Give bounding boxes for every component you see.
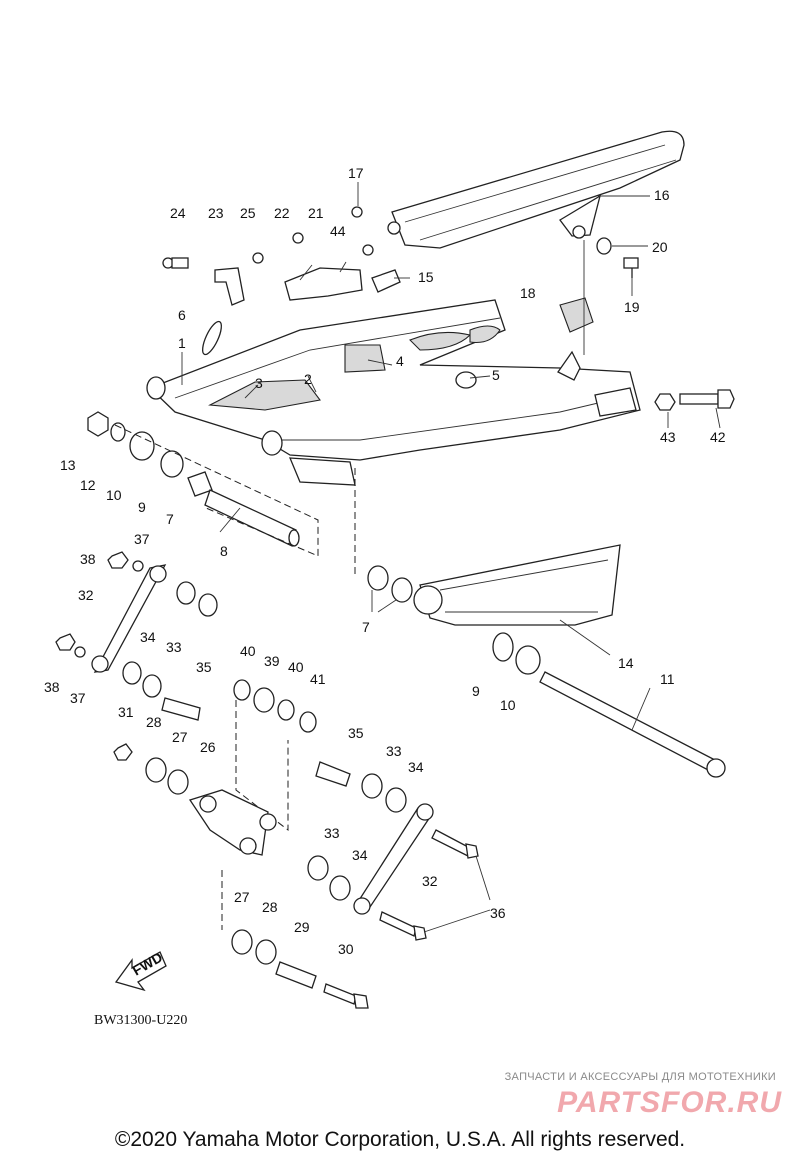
nut-43	[654, 393, 676, 411]
label-28a: 28	[146, 714, 162, 730]
clip-15	[371, 269, 401, 293]
label-42: 42	[710, 429, 726, 445]
shaft-11	[539, 671, 726, 778]
relay-arm-14	[367, 544, 621, 626]
label-14: 14	[618, 655, 634, 671]
label-33a: 33	[166, 639, 182, 655]
label-31: 31	[118, 704, 134, 720]
label-35b: 35	[348, 725, 364, 741]
watermark-logo: PARTSFOR.RU	[557, 1086, 782, 1119]
washer-10-right	[515, 645, 541, 675]
label-9a: 9	[138, 499, 146, 515]
bolts-36	[379, 829, 491, 941]
label-41: 41	[310, 671, 326, 687]
label-34b: 34	[408, 759, 424, 775]
label-7a: 7	[166, 511, 174, 527]
chain-guard	[387, 130, 685, 249]
label-37b: 37	[70, 690, 86, 706]
bolt-19	[623, 257, 639, 278]
bottom-hardware	[231, 929, 369, 1009]
label-3: 3	[255, 375, 263, 391]
label-18: 18	[520, 285, 536, 301]
fwd-arrow-icon: FWD	[114, 949, 167, 992]
label-26: 26	[200, 739, 216, 755]
label-11: 11	[660, 671, 675, 687]
connecting-rod-right	[307, 803, 434, 915]
relay-26	[188, 789, 277, 856]
label-36: 36	[490, 905, 506, 921]
label-10a: 10	[106, 487, 122, 503]
collar-20	[596, 237, 612, 255]
label-33b: 33	[386, 743, 402, 759]
label-23: 23	[208, 205, 224, 221]
hose-guide-21	[284, 261, 363, 301]
label-44: 44	[330, 223, 346, 239]
label-20: 20	[652, 239, 668, 255]
label-28b: 28	[262, 899, 278, 915]
pivot-hardware-left	[87, 411, 300, 547]
label-7b: 7	[362, 619, 370, 635]
bracket-23	[214, 267, 245, 306]
label-27b: 27	[234, 889, 250, 905]
label-2: 2	[304, 371, 312, 387]
part-labels: 1 2 3 4 5 6 7 7 8 9 9 10 10 11 12 13 14 …	[44, 165, 726, 957]
watermark-tagline: ЗАПЧАСТИ И АКСЕССУАРЫ ДЛЯ МОТОТЕХНИКИ	[504, 1071, 776, 1083]
label-34c: 34	[352, 847, 368, 863]
label-19: 19	[624, 299, 640, 315]
label-17: 17	[348, 165, 364, 181]
label-10b: 10	[500, 697, 516, 713]
screw-44	[362, 244, 374, 256]
label-12: 12	[80, 477, 96, 493]
label-9b: 9	[472, 683, 480, 699]
label-40b: 40	[288, 659, 304, 675]
screw-17	[351, 206, 363, 218]
bolt-24	[162, 257, 189, 269]
label-13: 13	[60, 457, 76, 473]
label-4: 4	[396, 353, 404, 369]
label-38a: 38	[80, 551, 96, 567]
label-22: 22	[274, 205, 290, 221]
screw-25	[252, 252, 264, 264]
band-6	[201, 320, 223, 356]
label-8: 8	[220, 543, 228, 559]
label-35a: 35	[196, 659, 212, 675]
label-38b: 38	[44, 679, 60, 695]
screw-22	[292, 232, 304, 244]
label-25: 25	[240, 205, 256, 221]
seal-9-right	[492, 632, 514, 662]
label-15: 15	[418, 269, 434, 285]
label-39: 39	[264, 653, 280, 669]
label-32a: 32	[78, 587, 94, 603]
label-21: 21	[308, 205, 324, 221]
leader-lines	[181, 182, 721, 731]
label-27a: 27	[172, 729, 188, 745]
connecting-rod-left	[55, 551, 218, 698]
label-5: 5	[492, 367, 500, 383]
label-32b: 32	[422, 873, 438, 889]
label-6: 6	[178, 307, 186, 323]
center-bearings	[113, 679, 407, 813]
diagram-code: BW31300-U220	[94, 1013, 187, 1028]
label-34a: 34	[140, 629, 156, 645]
label-1: 1	[178, 335, 186, 351]
label-33c: 33	[324, 825, 340, 841]
label-30: 30	[338, 941, 354, 957]
label-29: 29	[294, 919, 310, 935]
copyright-notice: ©2020 Yamaha Motor Corporation, U.S.A. A…	[114, 1128, 686, 1151]
bolt-42	[679, 389, 735, 409]
label-43: 43	[660, 429, 676, 445]
label-37a: 37	[134, 531, 150, 547]
label-24: 24	[170, 205, 186, 221]
label-16: 16	[654, 187, 670, 203]
label-40a: 40	[240, 643, 256, 659]
cap-5	[455, 371, 477, 389]
swingarm	[146, 299, 641, 486]
damper-18	[559, 297, 594, 333]
